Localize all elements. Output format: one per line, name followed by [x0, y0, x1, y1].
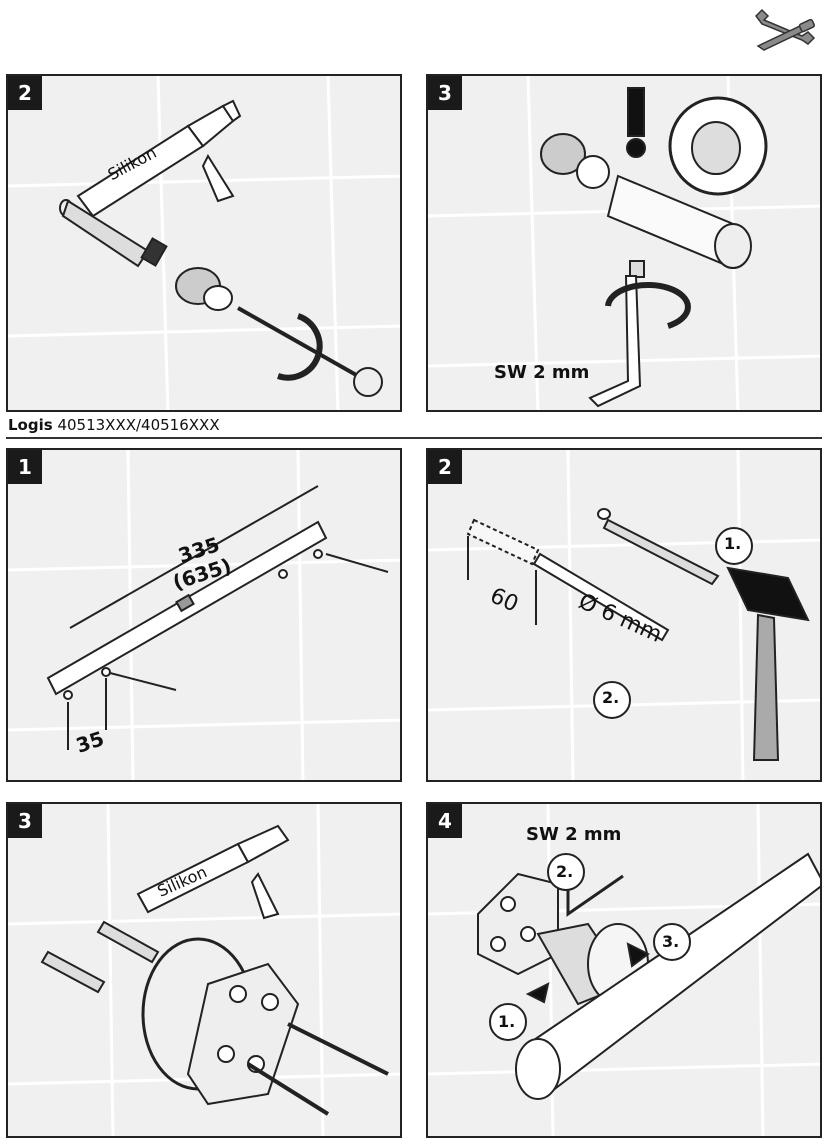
step-number: 3	[428, 76, 462, 110]
section-divider	[6, 437, 822, 439]
step-number: 4	[428, 804, 462, 838]
step-marker-2: 2.	[556, 862, 574, 881]
panel-top-step-2: 2 Silikon	[6, 74, 402, 412]
step-number: 1	[8, 450, 42, 484]
panel-bottom-step-2: 2 60 Ø 6 mm 1. 2.	[426, 448, 822, 782]
panel-bottom-step-4: 4 SW 2 mm 2. 3. 1.	[426, 802, 822, 1138]
step-marker-2: 2.	[602, 688, 620, 707]
hex-key-size-label: SW 2 mm	[526, 824, 622, 845]
step-number: 3	[8, 804, 42, 838]
panel-top-step-3: 3 SW 2 mm	[426, 74, 822, 412]
model-numbers: 40513XXX/40516XXX	[57, 416, 220, 434]
product-heading: Logis 40513XXX/40516XXX	[8, 416, 220, 434]
brand-name: Logis	[8, 416, 53, 434]
panel-bottom-step-3: 3 Silikon	[6, 802, 402, 1138]
step-marker-3: 3.	[662, 932, 680, 951]
step-number: 2	[8, 76, 42, 110]
drilling-template-illustration	[8, 450, 400, 780]
step-marker-1: 1.	[724, 534, 742, 553]
step-marker-1: 1.	[498, 1012, 516, 1031]
step-number: 2	[428, 450, 462, 484]
panel-bottom-step-1: 1 335 (635) 35	[6, 448, 402, 782]
silicone-anchor-screw-illustration	[8, 76, 400, 410]
wrench-screwdriver-icon	[755, 8, 816, 51]
mount-plate-silicone-illustration	[8, 804, 400, 1136]
drill-dowel-hammer-illustration	[428, 450, 820, 780]
rail-assembly-illustration	[428, 804, 820, 1136]
hex-key-size-label: SW 2 mm	[494, 362, 590, 383]
set-screw-hex-key-illustration	[428, 76, 820, 410]
